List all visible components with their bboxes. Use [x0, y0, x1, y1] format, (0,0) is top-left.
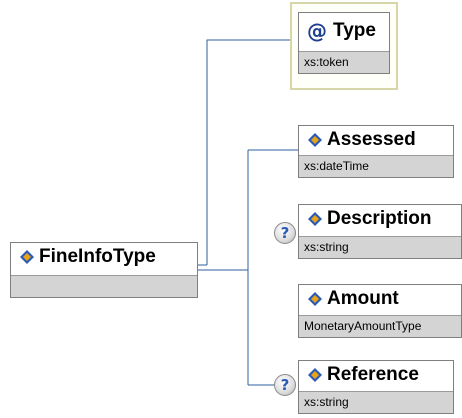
- child-node-reference[interactable]: Reference xs:string: [298, 360, 454, 414]
- attribute-node-type[interactable]: @ Type xs:token: [298, 12, 390, 74]
- child-node-label: Description: [327, 208, 432, 229]
- child-node-label: Assessed: [327, 129, 416, 150]
- root-node-label: FineInfoType: [39, 246, 156, 267]
- element-icon: [20, 250, 34, 264]
- optional-icon: ?: [274, 222, 296, 244]
- child-node-description[interactable]: Description xs:string: [298, 204, 462, 259]
- element-icon: [308, 133, 322, 147]
- element-icon: [308, 292, 322, 306]
- element-icon: [308, 368, 322, 382]
- element-icon: [308, 212, 322, 226]
- child-node-label: Amount: [327, 288, 399, 309]
- root-node-fineinfotype[interactable]: FineInfoType: [10, 242, 198, 298]
- child-node-amount[interactable]: Amount MonetaryAmountType: [298, 284, 462, 338]
- at-sign-icon: @: [307, 19, 327, 43]
- child-node-type-label: xs:string: [299, 236, 461, 258]
- optional-icon: ?: [274, 374, 296, 396]
- child-node-label: Reference: [327, 364, 419, 385]
- attribute-node-label: Type: [333, 20, 376, 41]
- child-node-type-label: MonetaryAmountType: [299, 315, 461, 337]
- connector-attribute: [206, 39, 290, 265]
- child-node-type-label: xs:string: [299, 391, 453, 413]
- root-node-type-bar: [11, 275, 197, 297]
- attribute-node-type-label: xs:token: [299, 51, 389, 73]
- child-node-type-label: xs:dateTime: [299, 155, 453, 177]
- child-node-assessed[interactable]: Assessed xs:dateTime: [298, 125, 454, 178]
